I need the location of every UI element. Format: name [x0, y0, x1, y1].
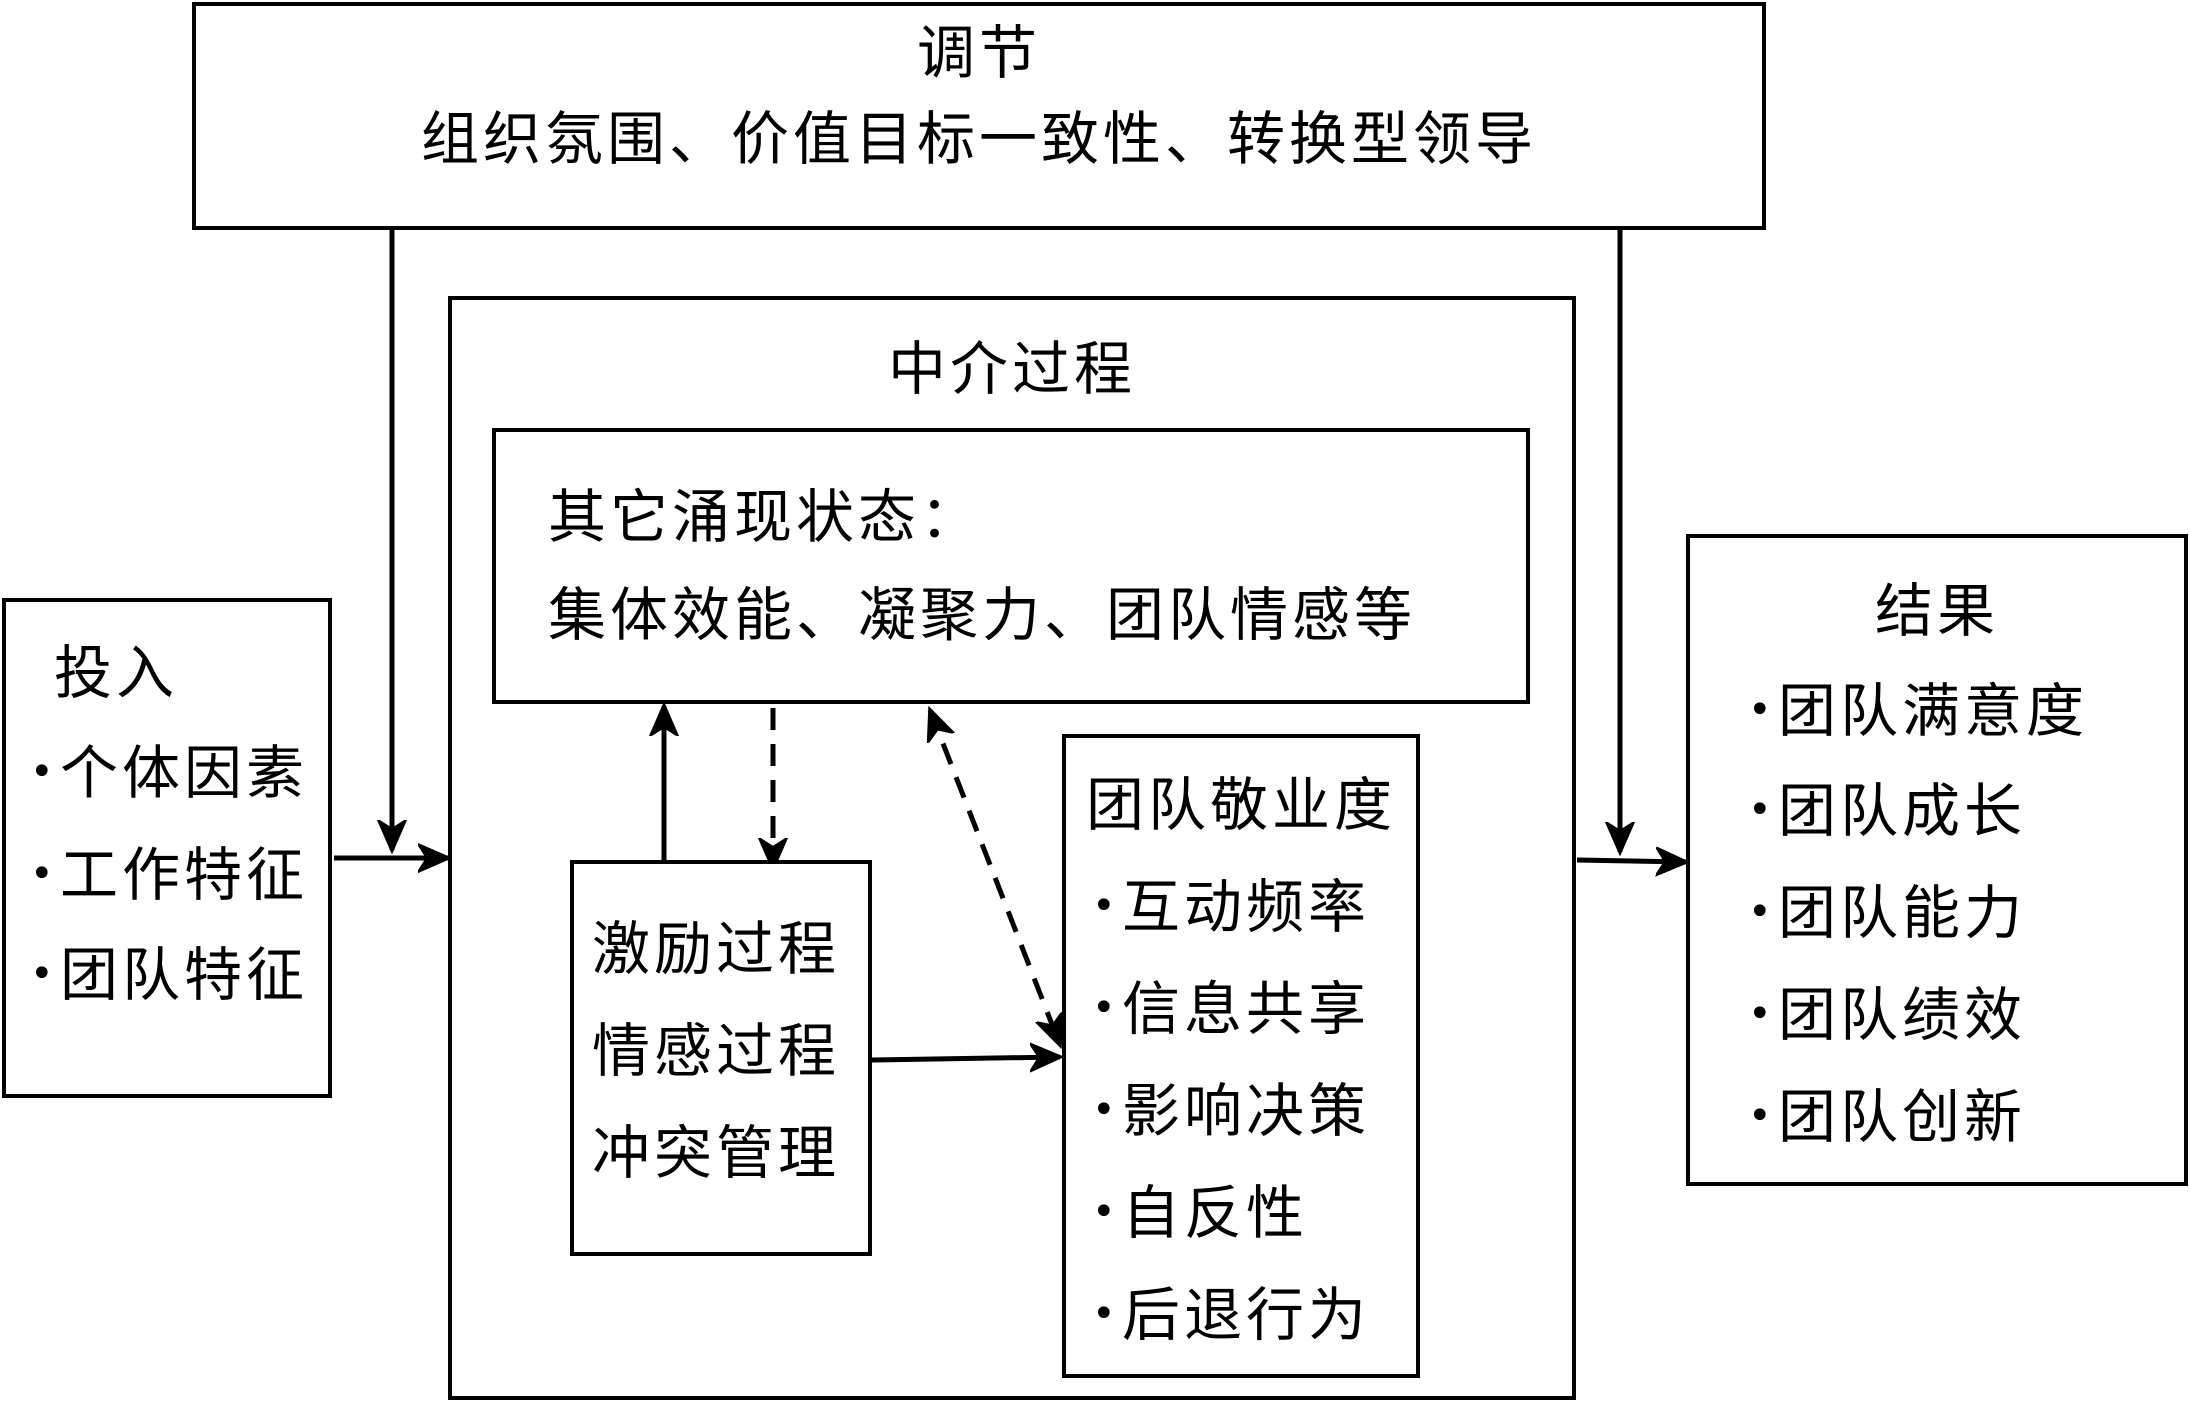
bullet-icon: • [1092, 1188, 1120, 1235]
engagement-item: •信息共享 [1092, 975, 1371, 1043]
bullet-icon: • [1092, 882, 1120, 929]
mediation-title: 中介过程 [887, 335, 1136, 403]
emergent-states-box [492, 428, 1530, 704]
outcome-item: •团队能力 [1748, 879, 2027, 947]
input-item: •工作特征 [30, 841, 309, 909]
mediation-to-outcomes-arrow [1576, 860, 1686, 862]
emergent-states-items: 集体效能、凝聚力、团队情感等 [548, 581, 1417, 649]
bullet-icon: • [1748, 686, 1776, 733]
processes-to-engagement-arrow [871, 1057, 1060, 1060]
processes-box [570, 860, 872, 1256]
bullet-icon: • [1748, 990, 1776, 1037]
input-item: •团队特征 [30, 941, 309, 1009]
bullet-icon: • [30, 950, 58, 997]
inputs-title: 投入 [54, 639, 179, 707]
inputs-box [2, 598, 332, 1098]
mediation-box [448, 296, 1576, 1400]
moderation-subtitle: 组织氛围、价值目标一致性、转换型领导 [420, 105, 1537, 173]
moderation-title: 调节 [916, 19, 1041, 87]
bullet-icon: • [1092, 984, 1120, 1031]
engagement-item: •影响决策 [1092, 1077, 1371, 1145]
bullet-icon: • [1748, 1092, 1776, 1139]
process-item: 冲突管理 [592, 1119, 841, 1187]
process-item: 激励过程 [592, 915, 841, 983]
bullet-icon: • [30, 748, 58, 795]
outcome-item: •团队创新 [1748, 1083, 2027, 1151]
bullet-icon: • [1748, 888, 1776, 935]
emergent-engagement-bidirectional-arrow [930, 710, 1060, 1045]
engagement-item: •自反性 [1092, 1179, 1309, 1247]
emergent-states-heading: 其它涌现状态： [548, 483, 983, 551]
input-item: •个体因素 [30, 739, 309, 807]
outcome-item: •团队绩效 [1748, 981, 2027, 1049]
engagement-box [1062, 734, 1420, 1378]
process-item: 情感过程 [592, 1017, 841, 1085]
bullet-icon: • [1748, 786, 1776, 833]
outcomes-title: 结果 [1874, 577, 1999, 645]
engagement-item: •互动频率 [1092, 873, 1371, 941]
outcomes-box [1686, 534, 2188, 1186]
moderation-box [192, 2, 1766, 230]
bullet-icon: • [1092, 1290, 1120, 1337]
engagement-title: 团队敬业度 [1085, 771, 1396, 839]
outcome-item: •团队成长 [1748, 777, 2027, 845]
engagement-item: •后退行为 [1092, 1281, 1371, 1349]
outcome-item: •团队满意度 [1748, 677, 2089, 745]
bullet-icon: • [1092, 1086, 1120, 1133]
bullet-icon: • [30, 850, 58, 897]
